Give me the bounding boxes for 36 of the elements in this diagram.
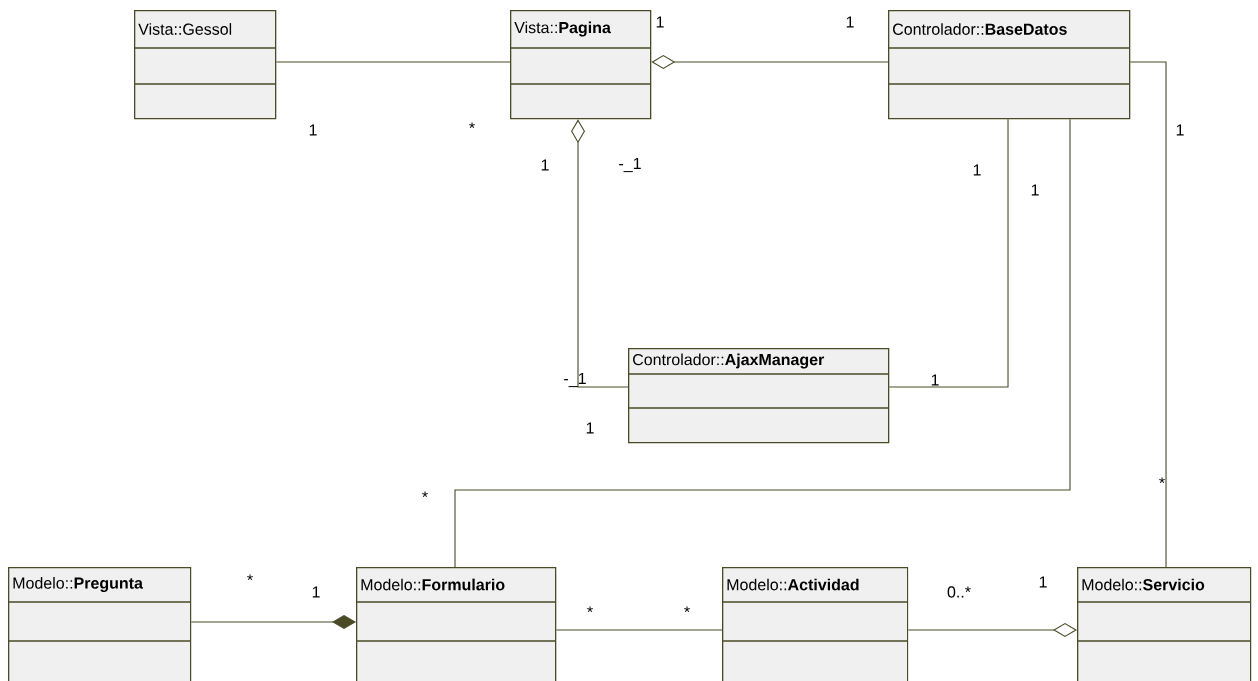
multiplicity-label: 1: [309, 124, 317, 136]
multiplicity-label: *: [587, 606, 593, 613]
aggregation-line: [907, 623, 1077, 637]
composition-line: [190, 615, 356, 629]
connector: [888, 118, 1009, 388]
multiplicity-label: 1: [846, 16, 854, 28]
multiplicity-label: -_1: [619, 157, 641, 173]
multiplicity-label: 1: [541, 159, 549, 171]
multiplicity-label: *: [469, 122, 475, 129]
multiplicity-label: 0..*: [947, 586, 971, 598]
class-box: Modelo::Actividad: [721, 567, 909, 681]
multiplicity-label: *: [684, 606, 690, 613]
connector: [1129, 61, 1167, 568]
connector: [555, 629, 723, 631]
class-box: Vista::Gessol: [133, 10, 277, 120]
class-box: Vista::Pagina: [509, 10, 652, 120]
class-box: Modelo::Pregunta: [7, 567, 192, 681]
connector: [454, 118, 1071, 568]
multiplicity-label: 1: [931, 374, 939, 386]
connector: [275, 61, 511, 63]
aggregation-line: [571, 119, 629, 388]
multiplicity-label: 1: [586, 422, 594, 434]
multiplicity-label: *: [247, 574, 253, 581]
multiplicity-label: 1: [1031, 184, 1039, 196]
multiplicity-label: 1: [1176, 124, 1184, 136]
multiplicity-label: 1: [1039, 576, 1047, 588]
class-box: Controlador::BaseDatos: [887, 10, 1131, 120]
aggregation-line: [651, 55, 889, 69]
class-box: Modelo::Formulario: [355, 567, 557, 681]
multiplicity-label: 1: [973, 164, 981, 176]
multiplicity-label: *: [422, 491, 428, 498]
multiplicity-label: -_1: [564, 372, 586, 388]
class-box: Controlador::AjaxManager: [627, 348, 890, 444]
multiplicity-label: *: [1159, 477, 1165, 484]
class-box: Modelo::Servicio: [1076, 567, 1252, 681]
multiplicity-label: 1: [312, 586, 320, 598]
